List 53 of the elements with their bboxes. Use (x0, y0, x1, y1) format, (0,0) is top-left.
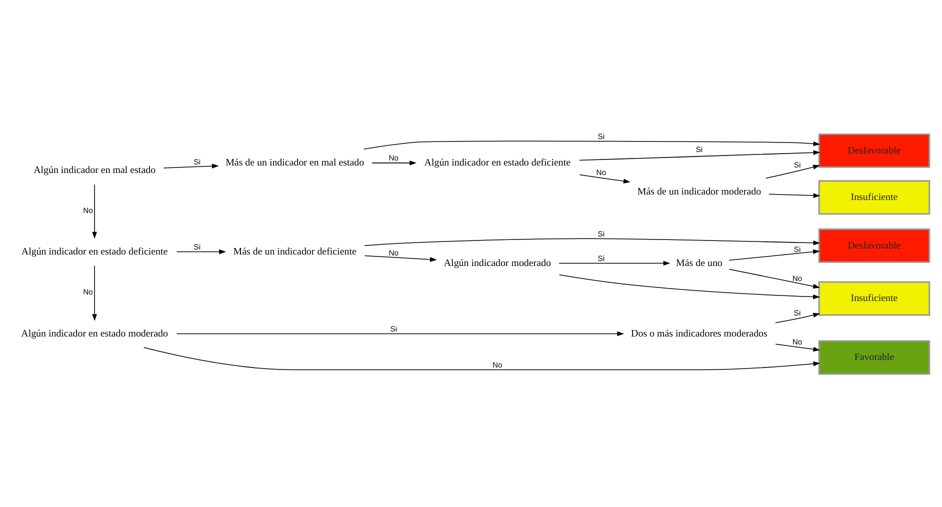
arrow (558, 260, 670, 266)
arrow (176, 249, 226, 254)
node-box: Favorable (818, 340, 930, 375)
edge-label: No (83, 206, 93, 216)
edge-label: No (792, 337, 802, 346)
node-box: Insuficiente (818, 281, 930, 316)
edge-label: No (492, 360, 502, 370)
arrow (728, 268, 820, 289)
arrow (775, 344, 820, 352)
arrow (92, 265, 97, 321)
node-text: Algún indicador en estado deficiente (21, 246, 168, 258)
node-text: Algún indicador moderado (444, 258, 551, 269)
arrow (176, 331, 624, 336)
edge-label: No (388, 154, 399, 163)
edge-label: Si (598, 132, 605, 142)
node-box: Insuficiente (818, 180, 930, 215)
arrow (768, 193, 820, 198)
node-text: Más de uno (676, 258, 722, 269)
edge-label: Si (194, 242, 201, 252)
arrow (728, 249, 820, 261)
edge-label: No (792, 274, 802, 283)
node-box: Desfavorable (818, 133, 930, 168)
edge-label: Si (194, 157, 201, 166)
arrow (163, 164, 219, 169)
arrow (579, 174, 630, 184)
arrow (364, 238, 820, 246)
arrow (364, 255, 437, 262)
edge-label: Si (390, 324, 398, 334)
node-text: Más de un indicador deficiente (233, 246, 356, 258)
edge-label: No (596, 168, 606, 178)
node-text: Más de un indicador moderado (637, 186, 762, 198)
arrow (765, 164, 820, 179)
arrow (144, 347, 820, 370)
edge-label: No (83, 288, 93, 297)
edge-label: Si (696, 145, 703, 154)
node-text: Algún indicador en estado deficiente (424, 158, 571, 169)
arrow (363, 140, 820, 150)
arrow (372, 160, 417, 166)
arrow (92, 184, 97, 239)
edge-label: Si (794, 244, 801, 254)
arrow (558, 274, 820, 300)
arrow (775, 312, 820, 324)
node-text: Dos o más indicadores moderados (631, 328, 768, 340)
node-text: Algún indicador en estado moderado (21, 328, 168, 340)
edge-label: No (388, 248, 399, 258)
edge-label: Si (794, 308, 801, 318)
arrow (579, 150, 820, 161)
edge-label: Si (794, 160, 801, 170)
edge-label: Si (598, 254, 605, 263)
edge-label: Si (598, 229, 605, 238)
node-text: Más de un indicador en mal estado (226, 158, 364, 169)
node-text: Algún indicador en mal estado (34, 165, 156, 176)
node-box: Desfavorable (818, 228, 930, 263)
